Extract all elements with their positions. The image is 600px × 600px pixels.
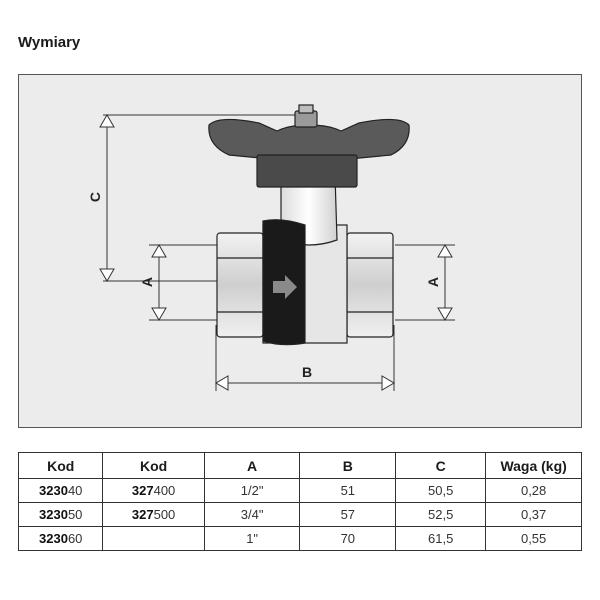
section-title: Wymiary xyxy=(18,34,81,51)
cell-b: 57 xyxy=(299,502,397,527)
cell-kod-2: 327500 xyxy=(102,502,205,527)
valve-diagram: C A A B xyxy=(87,104,455,391)
cell-b: 70 xyxy=(299,526,397,551)
dimensions-table: Kod Kod A B C Waga (kg) 323040 327400 1/… xyxy=(17,452,582,551)
cell-kod-1: 323040 xyxy=(17,478,104,503)
cell-waga: 0,37 xyxy=(485,502,582,527)
table-row: 323050 327500 3/4" 57 52,5 0,37 xyxy=(17,502,582,527)
cell-c: 52,5 xyxy=(395,502,487,527)
header-waga: Waga (kg) xyxy=(485,452,582,479)
header-c: C xyxy=(395,452,487,479)
table-header-row: Kod Kod A B C Waga (kg) xyxy=(17,452,582,479)
cell-a: 3/4" xyxy=(203,502,301,527)
header-b: B xyxy=(299,452,397,479)
table-row: 323060 1" 70 61,5 0,55 xyxy=(17,526,582,551)
extension-lines xyxy=(103,114,455,391)
dimension-b: B xyxy=(215,364,395,391)
cell-waga: 0,55 xyxy=(485,526,582,551)
valve-drawing: C A A B xyxy=(18,74,582,428)
cell-kod-2 xyxy=(102,526,205,551)
header-a: A xyxy=(203,452,301,479)
dimension-c: C xyxy=(87,114,115,282)
header-kod-2: Kod xyxy=(102,452,205,479)
cell-waga: 0,28 xyxy=(485,478,582,503)
table-row: 323040 327400 1/2" 51 50,5 0,28 xyxy=(17,478,582,503)
cell-b: 51 xyxy=(299,478,397,503)
dimension-a-right: A xyxy=(425,244,453,321)
cell-a: 1" xyxy=(203,526,301,551)
butterfly-handle xyxy=(208,104,410,188)
cell-a: 1/2" xyxy=(203,478,301,503)
label-a-left: A xyxy=(139,277,155,287)
cell-kod-1: 323050 xyxy=(17,502,104,527)
header-kod-1: Kod xyxy=(17,452,104,479)
cell-c: 61,5 xyxy=(395,526,487,551)
dimension-a-left: A xyxy=(139,244,167,321)
cell-kod-2: 327400 xyxy=(102,478,205,503)
label-c: C xyxy=(87,192,103,202)
cell-kod-1: 323060 xyxy=(17,526,104,551)
label-b: B xyxy=(302,364,312,380)
cell-c: 50,5 xyxy=(395,478,487,503)
label-a-right: A xyxy=(425,277,441,287)
valve-body xyxy=(216,174,394,346)
